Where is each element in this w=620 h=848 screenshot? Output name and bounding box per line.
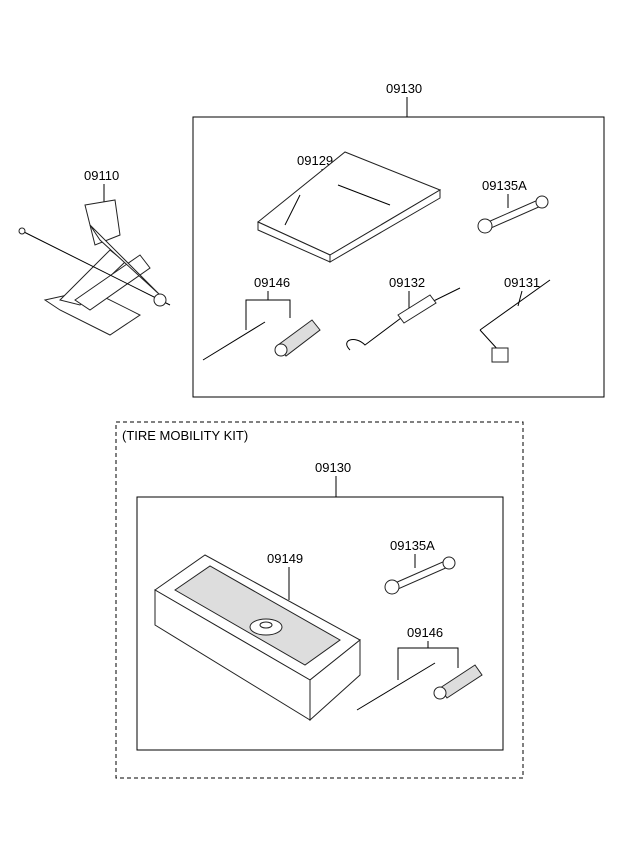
tool-set-box-bottom [136, 496, 504, 751]
jack-part [18, 199, 171, 336]
label-spanner-top[interactable]: 09135A [482, 178, 527, 193]
label-jack-handle[interactable]: 09132 [389, 275, 425, 290]
label-tool-set-top[interactable]: 09130 [386, 81, 422, 96]
wheel-wrench-part [479, 279, 551, 363]
jack-handle-part [346, 287, 461, 351]
label-screwdriver-top[interactable]: 09146 [254, 275, 290, 290]
screwdriver-top-part [202, 319, 321, 361]
label-screwdriver-bottom[interactable]: 09146 [407, 625, 443, 640]
screwdriver-bottom-part [356, 662, 483, 711]
label-tool-set-bottom[interactable]: 09130 [315, 460, 351, 475]
label-tire-mobility-kit: (TIRE MOBILITY KIT) [122, 428, 248, 443]
tool-case-part [257, 151, 442, 263]
label-tool-case[interactable]: 09129 [297, 153, 333, 168]
tire-mobility-kit-box [115, 421, 524, 779]
label-jack[interactable]: 09110 [84, 168, 119, 183]
label-wheel-wrench[interactable]: 09131 [504, 275, 540, 290]
spanner-bottom-part [384, 556, 456, 595]
tool-set-box [192, 116, 605, 398]
label-tray[interactable]: 09149 [267, 551, 303, 566]
spanner-top-part [477, 195, 549, 234]
tray-part [154, 554, 361, 722]
label-spanner-bottom[interactable]: 09135A [390, 538, 435, 553]
